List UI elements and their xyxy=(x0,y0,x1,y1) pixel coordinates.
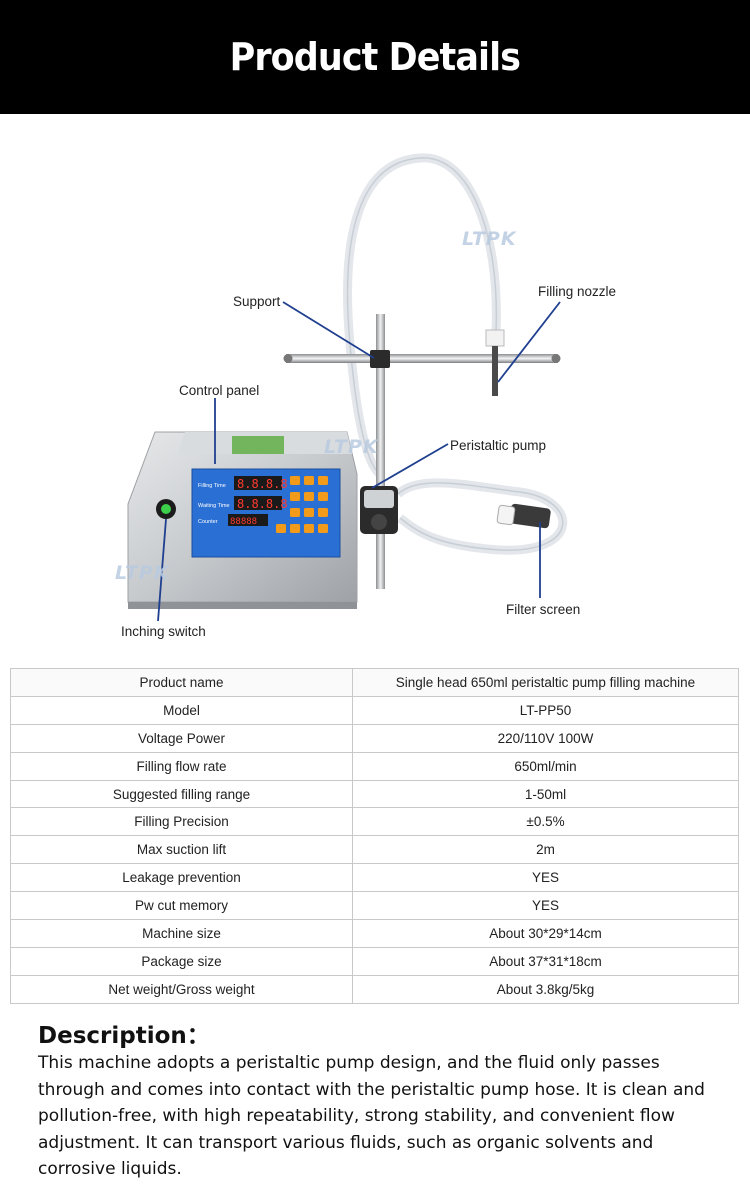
callout-filter-screen: Filter screen xyxy=(506,602,581,617)
spec-label: Product name xyxy=(10,668,353,697)
spec-value: YES xyxy=(352,863,739,893)
hose-upper xyxy=(343,153,501,478)
watermark-3: LTPK xyxy=(115,562,170,584)
support-arm xyxy=(286,354,558,363)
spec-value: 2m xyxy=(352,835,739,865)
product-figure: Filling Time 8.8.8.8 Waiting Time 8.8.8.… xyxy=(0,114,750,664)
watermark-1: LTPK xyxy=(462,228,517,250)
spec-label: Filling flow rate xyxy=(10,751,353,781)
filter-screen-part xyxy=(509,503,551,529)
svg-text:8.8.8.8: 8.8.8.8 xyxy=(237,477,288,491)
description-heading: Description： xyxy=(38,1023,210,1049)
spec-label: Model xyxy=(10,695,353,725)
spec-label: Package size xyxy=(10,946,353,976)
machine-illustration: Filling Time 8.8.8.8 Waiting Time 8.8.8.… xyxy=(127,153,568,622)
callout-support: Support xyxy=(233,294,281,309)
watermark-2: LTPK xyxy=(324,436,379,458)
table-row: Filling Precision±0.5% xyxy=(10,807,739,837)
spec-value: About 37*31*18cm xyxy=(352,946,739,976)
svg-text:Counter: Counter xyxy=(198,519,218,525)
callout-lines xyxy=(157,301,561,622)
spec-value: 1-50ml xyxy=(352,779,739,809)
svg-text:8.8.8.8: 8.8.8.8 xyxy=(237,497,288,511)
callout-inching-switch: Inching switch xyxy=(121,624,206,639)
spec-value: ±0.5% xyxy=(352,807,739,837)
spec-value: LT-PP50 xyxy=(352,695,739,725)
spec-value: 220/110V 100W xyxy=(352,723,739,753)
spec-label: Filling Precision xyxy=(10,807,353,837)
support-clamp xyxy=(370,350,390,368)
spec-label: Pw cut memory xyxy=(10,891,353,921)
spec-value: About 3.8kg/5kg xyxy=(352,974,739,1004)
spec-label: Net weight/Gross weight xyxy=(10,974,353,1004)
callout-control-panel: Control panel xyxy=(179,383,260,398)
spec-value: 650ml/min xyxy=(352,751,739,781)
spec-value: Single head 650ml peristaltic pump filli… xyxy=(352,668,739,697)
spec-label: Machine size xyxy=(10,919,353,948)
spec-label: Max suction lift xyxy=(10,835,353,865)
svg-text:Filling Time: Filling Time xyxy=(198,483,226,489)
callout-filling-nozzle: Filling nozzle xyxy=(538,284,617,299)
spec-label: Leakage prevention xyxy=(10,863,353,893)
spec-value: YES xyxy=(352,891,739,921)
callout-peristaltic-pump: Peristaltic pump xyxy=(450,438,547,453)
page-header: Product Details xyxy=(0,0,750,114)
spec-value: About 30*29*14cm xyxy=(352,919,739,948)
support-rod xyxy=(376,314,385,589)
spec-label: Suggested filling range xyxy=(10,779,353,809)
spec-label: Voltage Power xyxy=(10,723,353,753)
page-title: Product Details xyxy=(229,35,521,79)
svg-text:Waiting Time: Waiting Time xyxy=(198,503,230,509)
svg-text:88888: 88888 xyxy=(230,517,257,527)
filling-nozzle-part xyxy=(492,346,498,396)
keypad xyxy=(276,476,328,533)
description-body: This machine adopts a peristaltic pump d… xyxy=(38,1053,705,1180)
